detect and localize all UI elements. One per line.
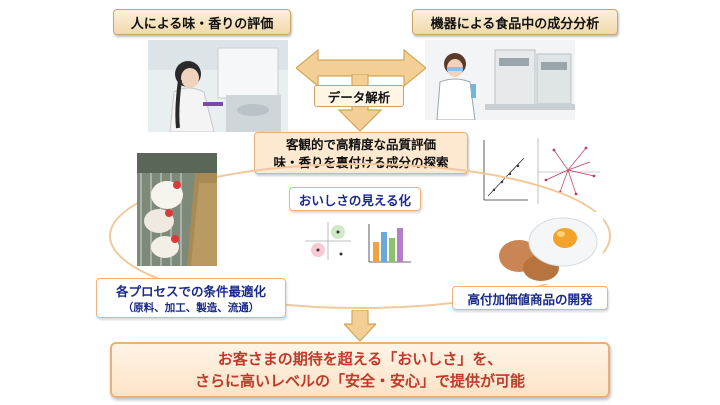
high-value-product-label: 高付加価値商品の開発 [452, 286, 608, 310]
biplot-chart-image [476, 128, 604, 210]
final-statement-box: お客さまの期待を超える「おいしさ」を、 さらに高いレベルの「安全・安心」で提供が… [110, 342, 610, 398]
bar-chart-icon [365, 220, 413, 264]
center-box-line2: 味・香りを裏付ける成分の探索 [273, 155, 449, 170]
bottom-down-arrow-shape [344, 310, 376, 342]
process-label-line1: 各プロセスでの条件最適化 [115, 284, 266, 299]
instrument-analysis-photo [425, 40, 575, 120]
top-left-label: 人による味・香りの評価 [113, 9, 291, 35]
center-box-line1: 客観的で高精度な品質評価 [285, 137, 436, 152]
high-value-label-text: 高付加価値商品の開発 [467, 291, 593, 307]
data-analysis-label: データ解析 [314, 85, 404, 107]
top-right-label: 機器による食品中の成分分析 [412, 9, 618, 35]
data-analysis-text: データ解析 [327, 89, 391, 105]
process-label-line2: （原料、加工、製造、流通） [122, 302, 260, 314]
process-optimization-label: 各プロセスでの条件最適化 （原料、加工、製造、流通） [96, 278, 286, 318]
chicken-farm-photo [137, 153, 217, 266]
visualization-label: おいしさの見える化 [289, 187, 421, 211]
visualization-label-text: おいしさの見える化 [298, 192, 412, 208]
final-line1: お客さまの期待を超える「おいしさ」を、 [217, 350, 503, 368]
egg-photo [493, 212, 603, 284]
cycle-ellipse [109, 163, 611, 309]
cluster-plot-icon [303, 220, 353, 262]
sensory-evaluation-photo [148, 40, 288, 132]
final-line2: さらに高いレベルの「安全・安心」で提供が可能 [194, 372, 525, 390]
top-left-label-text: 人による味・香りの評価 [130, 16, 274, 32]
top-right-label-text: 機器による食品中の成分分析 [430, 16, 600, 32]
double-arrow-shape [296, 48, 426, 88]
